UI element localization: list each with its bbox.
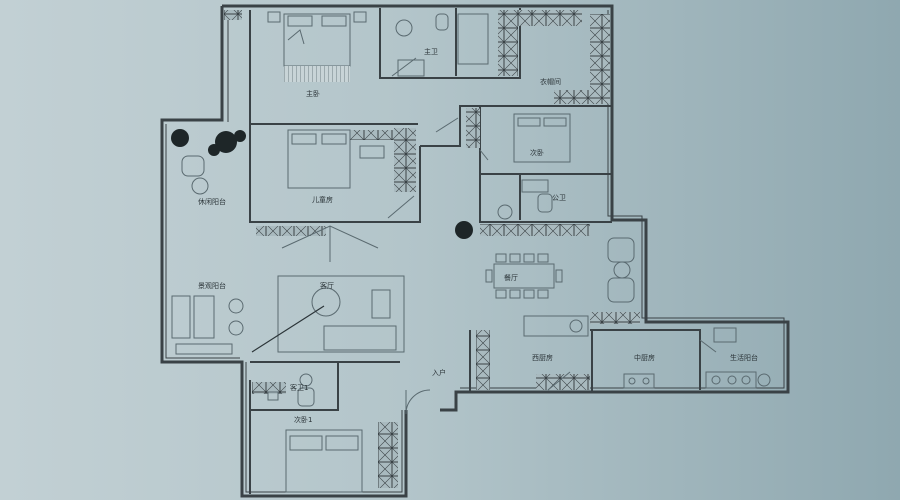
label-dining-room: 餐厅 bbox=[504, 273, 518, 282]
label-scenic-balcony: 景观阳台 bbox=[198, 281, 226, 290]
label-entrance: 入户 bbox=[432, 368, 446, 377]
label-master-bath: 主卫 bbox=[424, 47, 438, 56]
outer-walls-thin bbox=[165, 10, 785, 493]
room-labels: 主卧 主卫 衣帽间 次卧 儿童房 休闲阳台 公卫 餐厅 客厅 景观阳台 入户 西… bbox=[198, 47, 758, 424]
furniture bbox=[171, 11, 771, 493]
outer-walls bbox=[160, 4, 790, 498]
label-second-bedroom-1: 次卧1 bbox=[294, 415, 312, 424]
label-children-room: 儿童房 bbox=[312, 195, 333, 204]
label-public-bath: 公卫 bbox=[552, 194, 566, 202]
label-second-bedroom: 次卧 bbox=[530, 148, 544, 157]
cabinets bbox=[224, 10, 640, 488]
label-leisure-balcony: 休闲阳台 bbox=[198, 197, 226, 206]
plant-icon bbox=[215, 131, 237, 153]
plants bbox=[171, 129, 473, 239]
plant-icon bbox=[171, 129, 189, 147]
label-master-bedroom: 主卧 bbox=[306, 89, 320, 98]
plant-icon bbox=[455, 221, 473, 239]
label-living-room: 客厅 bbox=[320, 281, 334, 290]
label-guest-bath-1: 客卫1 bbox=[290, 383, 308, 392]
label-walk-in-closet: 衣帽间 bbox=[540, 77, 561, 86]
label-western-kitchen: 西厨房 bbox=[532, 353, 553, 362]
label-service-balcony: 生活阳台 bbox=[730, 353, 758, 362]
label-chinese-kitchen: 中厨房 bbox=[634, 353, 655, 362]
